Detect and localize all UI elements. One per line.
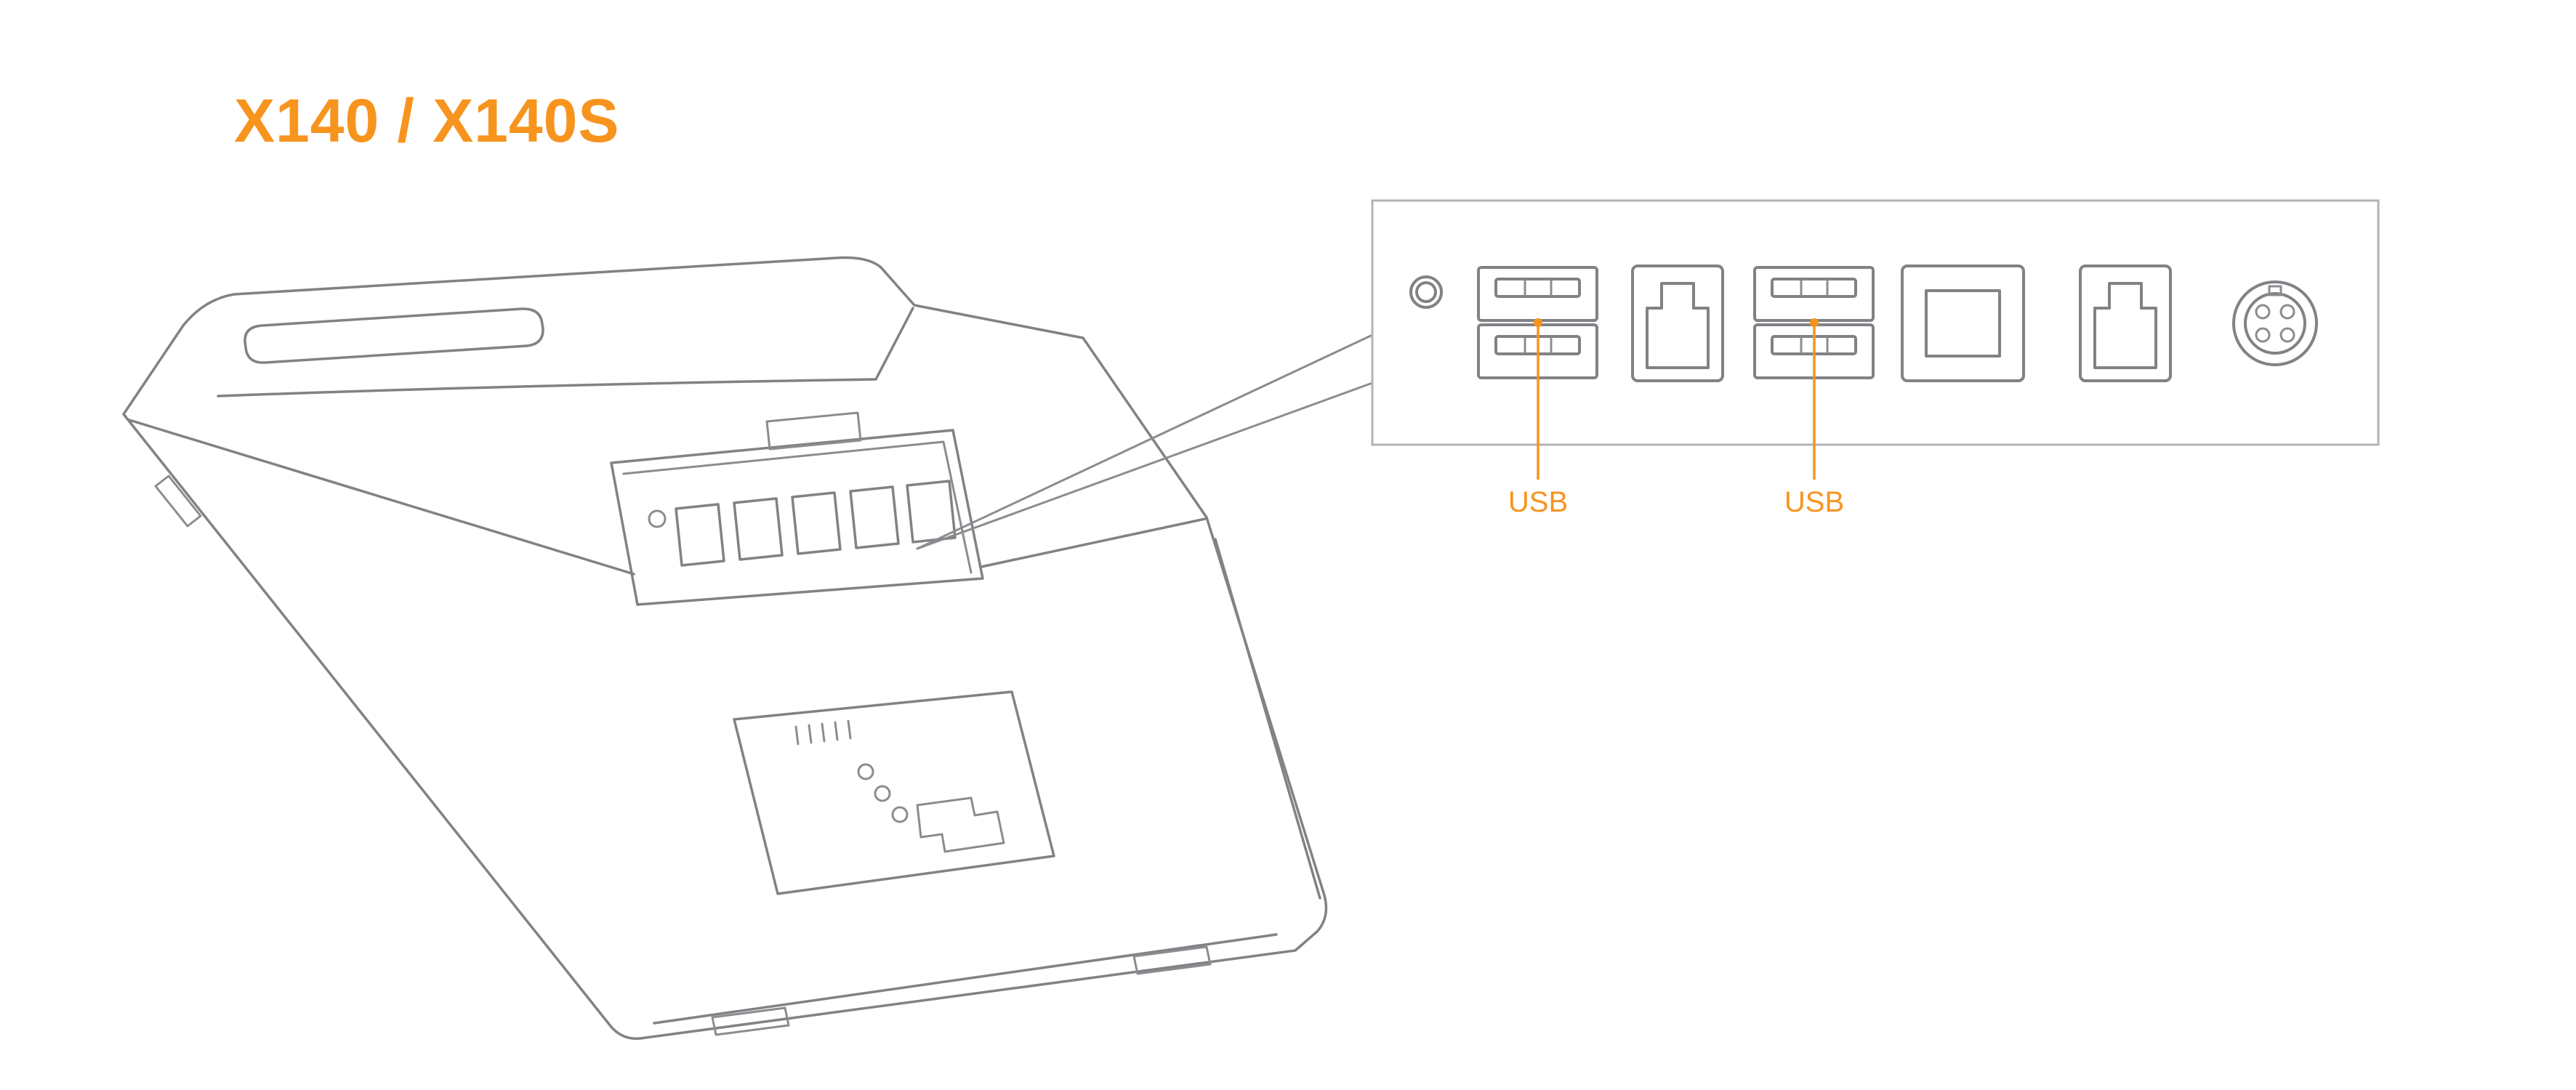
recess-slot-3 [791,491,842,555]
rj11-port-2-icon [2079,265,2172,382]
plate-outline [733,690,1055,895]
recess-slot-2 [733,497,784,561]
page-title: X140 / X140S [234,86,620,155]
foot-notch-2 [711,1006,790,1036]
foot-notch-3 [154,475,202,528]
device-illustration [122,256,1328,1040]
callout-line-upper [916,334,1374,550]
printer-cover-edge [217,307,914,397]
recess-led-hole [648,509,667,528]
rj11-port-1-icon [1631,265,1724,382]
foot-notch-1 [1132,945,1212,975]
plate-hole-3 [891,806,909,823]
fold-line-right [980,517,1207,568]
side-edge-line [1214,538,1321,900]
recess-slot-4 [849,485,900,549]
recess-outline [610,429,984,606]
bottom-label-plate [733,690,1055,895]
usb-callout-1: USB [1508,318,1568,518]
device-outline [122,256,1328,1040]
plate-hole-2 [874,785,891,802]
indicator-ring-icon [1409,275,1443,309]
plate-connector-cutout [916,796,1005,853]
recess-slot-1 [675,503,725,567]
bottom-edge-line [653,933,1278,1025]
rj45-port-icon [1901,265,2025,382]
recess-notch [765,411,862,451]
callout-lines [916,334,1374,550]
usb-label-1: USB [1508,486,1568,518]
recess-slot-5 [906,480,957,544]
panel-frame [1371,199,2380,446]
recess-lip [622,440,973,574]
usb-callout-2: USB [1784,318,1844,518]
callout-line-lower [916,382,1374,550]
power-connector-icon [2232,280,2318,366]
usb-label-2: USB [1784,486,1844,518]
plate-ticks [794,719,852,746]
printer-cover-inner [243,307,544,364]
plate-hole-1 [857,763,874,780]
port-recess [610,411,984,606]
fold-line-left [128,419,635,576]
port-panel [1371,199,2380,446]
